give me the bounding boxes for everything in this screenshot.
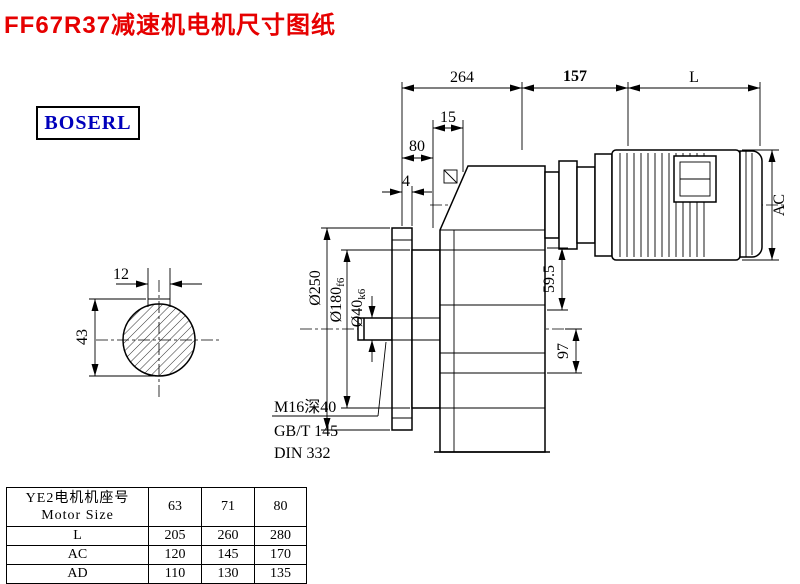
table-row-AD: AD 110 130 135 [6, 564, 307, 584]
header-motor-size-cell: YE2电机机座号 Motor Size [6, 487, 149, 527]
standard-din-note: DIN 332 [274, 445, 330, 462]
table-header-row: YE2电机机座号 Motor Size 63 71 80 [6, 487, 307, 527]
dim-97-label: 97 [555, 343, 572, 359]
motor-adapter [594, 153, 613, 257]
dim-AC-label: AC [771, 194, 788, 216]
row-label: AC [6, 545, 149, 565]
row-label: AD [6, 564, 149, 584]
shaft-section-view: 12 43 [74, 266, 222, 400]
cell: 135 [254, 564, 307, 584]
brand-logo-box: BOSERL [36, 106, 140, 140]
size-col-71: 71 [201, 487, 255, 527]
dimension-lines: 264 157 L 15 80 4 Ø250 Ø180f6 Ø40k6 [307, 68, 788, 431]
cell: 130 [201, 564, 255, 584]
motor-view [544, 149, 763, 261]
cell: 120 [148, 545, 202, 565]
dim-15-label: 15 [440, 109, 456, 126]
cell: 280 [254, 526, 307, 546]
standard-gb-note: GB/T 145 [274, 423, 338, 440]
cell: 205 [148, 526, 202, 546]
thread-note: M16深40 [274, 398, 336, 416]
dim-4-label: 4 [402, 173, 410, 190]
shaft-circle [122, 303, 196, 377]
gearbox-view [300, 165, 784, 453]
dim-80-label: 80 [409, 138, 425, 155]
output-flange [391, 227, 413, 431]
row-label: L [6, 526, 149, 546]
size-col-80: 80 [254, 487, 307, 527]
gearbox-housing [439, 165, 546, 453]
cell: 145 [201, 545, 255, 565]
dim-264-label: 264 [450, 69, 474, 86]
dim-157-label: 157 [563, 68, 587, 85]
page-title: FF67R37减速机电机尺寸图纸 [4, 12, 337, 39]
thread-callout: M16深40 GB/T 145 DIN 332 [272, 341, 387, 462]
header-label-en: Motor Size [41, 508, 114, 523]
cell: 170 [254, 545, 307, 565]
dim-59-5-label: 59.5 [541, 265, 558, 293]
size-col-63: 63 [148, 487, 202, 527]
table-row-AC: AC 120 145 170 [6, 545, 307, 565]
fan-cover [739, 150, 763, 258]
dim-dia250-label: Ø250 [307, 270, 324, 306]
dim-dia40-label: Ø40k6 [349, 288, 368, 327]
brand-text: BOSERL [44, 111, 132, 134]
table-row-L: L 205 260 280 [6, 526, 307, 546]
motor-size-table: YE2电机机座号 Motor Size 63 71 80 L 205 260 2… [6, 487, 307, 584]
dim-dia180-label: Ø180f6 [328, 277, 347, 322]
header-label-cn: YE2电机机座号 [25, 491, 130, 506]
cell: 110 [148, 564, 202, 584]
dim-L-label: L [689, 69, 699, 86]
cell: 260 [201, 526, 255, 546]
dim-keywidth-label: 12 [113, 266, 129, 283]
dim-keyheight-label: 43 [74, 329, 91, 345]
